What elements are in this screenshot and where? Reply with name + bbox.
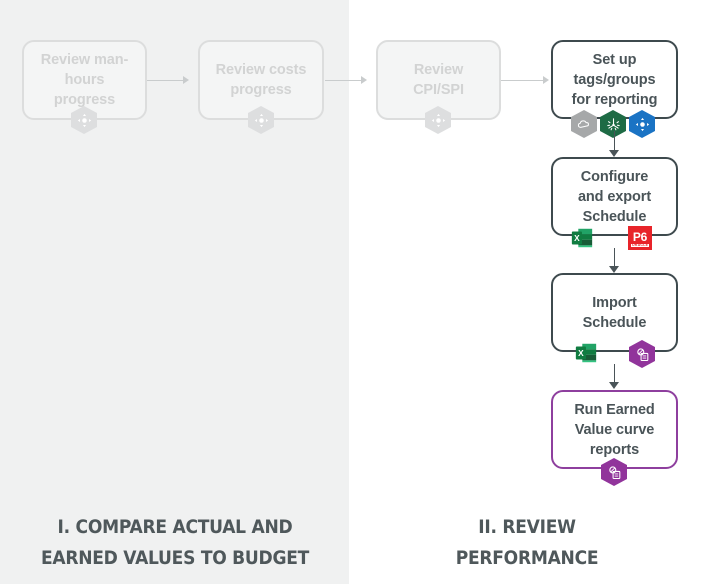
- node-run-earned-value-curve-reports[interactable]: Run Earned Value curve reports: [551, 390, 678, 469]
- stage-caption-compare: I. COMPARE ACTUAL AND EARNED VALUES TO B…: [40, 516, 310, 569]
- nav-dots-hexagon-icon: [248, 106, 274, 134]
- node-label: Import Schedule: [582, 294, 647, 331]
- nav-dots-hexagon-icon: [425, 106, 451, 134]
- connector-import-to-run-reports: [614, 364, 615, 386]
- node-label: Review CPI/SPI: [413, 62, 464, 98]
- connector-costs-to-cpi: [325, 80, 361, 81]
- connector-man-hours-to-costs: [147, 80, 183, 81]
- node-label: Configure and export Schedule: [577, 168, 652, 225]
- node-review-man-hours-progress[interactable]: Review man- hours progress: [22, 40, 147, 120]
- connector-arrow-costs-to-cpi: [361, 76, 367, 84]
- connector-arrow-cpi-to-setup: [543, 76, 549, 84]
- connector-arrow-man-hours-to-costs: [183, 76, 189, 84]
- svg-text:X: X: [574, 233, 580, 243]
- microsoft-excel-icon: X: [570, 226, 594, 250]
- oracle-primavera-p6-icon: P6 ORACLE: [628, 226, 652, 250]
- node-configure-and-export-schedule[interactable]: Configure and export Schedule: [551, 157, 678, 236]
- microsoft-excel-icon: X: [574, 341, 598, 365]
- node-label: Set up tags/groups for reporting: [571, 51, 658, 108]
- connector-arrow-setup-to-configure: [609, 150, 619, 157]
- node-import-schedule[interactable]: Import Schedule: [551, 273, 678, 352]
- connector-arrow-configure-to-import: [609, 266, 619, 273]
- node-set-up-tags-groups-for-reporting[interactable]: Set up tags/groups for reporting: [551, 40, 678, 119]
- svg-text:X: X: [578, 348, 584, 358]
- p6-label: P6: [632, 229, 648, 244]
- connector-cpi-to-setup: [501, 80, 543, 81]
- connector-setup-to-configure: [614, 131, 615, 153]
- oracle-label: ORACLE: [630, 242, 650, 248]
- connector-arrow-import-to-run-reports: [609, 382, 619, 389]
- node-label: Review costs progress: [215, 62, 307, 98]
- connector-configure-to-import: [614, 248, 615, 270]
- node-label: Review man- hours progress: [40, 52, 129, 108]
- stage-caption-review: II. REVIEW PERFORMANCE: [455, 516, 599, 569]
- node-label: Run Earned Value curve reports: [574, 401, 655, 458]
